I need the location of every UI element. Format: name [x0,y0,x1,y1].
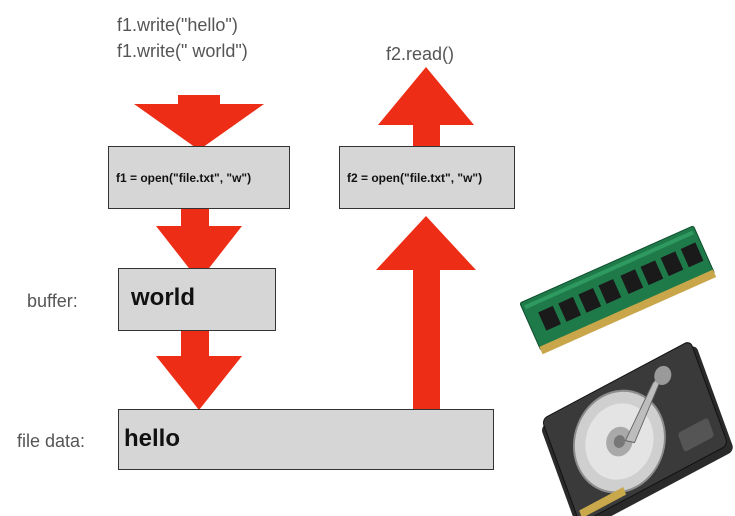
ram-stick-icon [519,225,717,355]
write-world-call: f1.write(" world") [117,41,248,61]
read-call: f2.read() [386,44,455,64]
flush-arrow-to-buffer [156,197,242,281]
file-data-value: hello [124,425,181,452]
read-arrow-from-file [376,216,476,412]
hard-drive-icon [542,342,733,516]
writer-open-box: f1 = open("file.txt", "w") [108,146,290,209]
reader-open-box: f2 = open("file.txt", "w") [339,146,515,209]
reader-open-label: f2 = open("file.txt", "w") [347,171,483,185]
file-data-label: file data: [17,431,86,451]
writer-open-label: f1 = open("file.txt", "w") [116,171,252,185]
buffer-box: world [118,268,276,331]
buffer-value: world [131,284,195,311]
write-arrow-down [134,95,264,150]
buffer-label: buffer: [27,291,78,311]
write-hello-call: f1.write("hello") [117,15,238,35]
flush-arrow-to-file [156,331,242,410]
read-arrow-up [378,67,474,146]
file-data-box: hello [118,409,494,470]
